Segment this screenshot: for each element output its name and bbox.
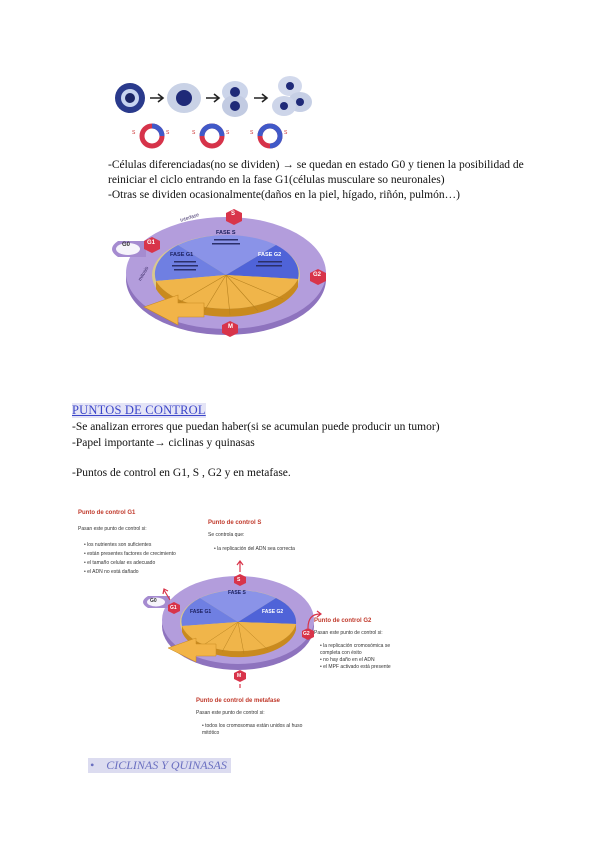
mini-cycle-3 [260,126,280,146]
paragraph-line: -Puntos de control en G1, S , G2 y en me… [72,466,291,481]
paragraph-line: reiniciar el ciclo entrando en la fase G… [108,173,445,188]
metaphase-checkpoint-title: Punto de control de metafase [196,698,306,704]
s-checkpoint-title: Punto de control S [208,520,318,526]
mini-cycle-2 [202,126,222,146]
s-checkpoint-subtitle: Se controla que: [208,532,318,539]
cell-cycle-diagram: S G1 G2 M G0 FASE S FASE G1 FASE G2 Inte… [108,203,330,343]
cell-division-illustration [110,72,315,150]
paragraph-line: -Se analizan errores que puedan haber(si… [72,420,440,435]
section-heading-puntos-de-control[interactable]: PUNTOS DE CONTROL [72,403,206,418]
control-phase-m-badge: M [237,673,241,679]
g2-checkpoint-item: • la replicación cromosómica se completa… [314,643,410,657]
bullet-item-label[interactable]: CICLINAS Y QUINASAS [98,758,231,773]
g2-checkpoint-item: • el MPF activado está presente [314,664,410,671]
phase-g0-label: G0 [122,242,130,248]
control-phase-g2-badge: G2 [303,631,310,637]
control-phase-g0-label: G0 [150,598,157,604]
bullet-list-item: • CICLINAS Y QUINASAS [88,758,231,773]
s-checkpoint-item: • la replicación del ADN sea correcta [208,546,298,553]
sector-fase-g2: FASE G2 [258,252,281,258]
phase-g1-badge: G1 [147,240,155,246]
phase-m-badge: M [228,324,233,330]
g2-checkpoint-title: Punto de control G2 [314,618,410,624]
control-phase-g1-badge: G1 [170,605,177,611]
phase-s-badge: S [231,211,235,217]
g1-checkpoint-item: • están presentes factores de crecimient… [78,551,188,558]
g2-checkpoint-item: • no hay daño en el ADN [314,657,410,664]
chromosome-label: S [166,130,169,136]
cell-division-figure: S S S S S S [110,72,315,150]
sector-fase-g1: FASE G1 [170,252,193,258]
metaphase-checkpoint-box: Punto de control de metafase Pasan este … [196,698,306,737]
control-sector-fase-g2: FASE G2 [262,609,283,615]
g1-checkpoint-title: Punto de control G1 [78,510,188,516]
control-cycle-wheel [140,560,316,688]
control-points-diagram: Punto de control G1 Pasan este punto de … [78,506,498,742]
chromosome-label: S [132,130,135,136]
phase-g2-badge: G2 [313,272,321,278]
g2-checkpoint-subtitle: Pasan este punto de control si: [314,630,410,637]
chromosome-label: S [284,130,287,136]
sector-fase-s: FASE S [216,230,236,236]
control-phase-s-badge: S [237,577,240,583]
g1-checkpoint-subtitle: Pasan este punto de control si: [78,526,188,533]
metaphase-checkpoint-item: • todos los cromosomas están unidos al h… [196,723,306,737]
g1-checkpoint-item: • los nutrientes son suficientes [78,542,188,549]
chromosome-label: S [192,130,195,136]
paragraph-line: -Células diferenciadas(no se dividen) → … [108,158,524,173]
paragraph-line: -Papel importante→ ciclinas y quinasas [72,436,255,451]
mini-cycle-1 [142,126,162,146]
control-sector-fase-s: FASE S [228,590,246,596]
s-checkpoint-box: Punto de control S Se controla que: • la… [208,520,318,553]
paragraph-line: -Otras se dividen ocasionalmente(daños e… [108,188,460,203]
chromosome-label: S [250,130,253,136]
control-sector-fase-g1: FASE G1 [190,609,211,615]
g2-checkpoint-box: Punto de control G2 Pasan este punto de … [314,618,410,671]
g2-pointer-arrow-icon [306,610,324,630]
bullet-dot-icon: • [88,758,98,773]
chromosome-label: S [226,130,229,136]
metaphase-checkpoint-subtitle: Pasan este punto de control si: [196,710,306,717]
